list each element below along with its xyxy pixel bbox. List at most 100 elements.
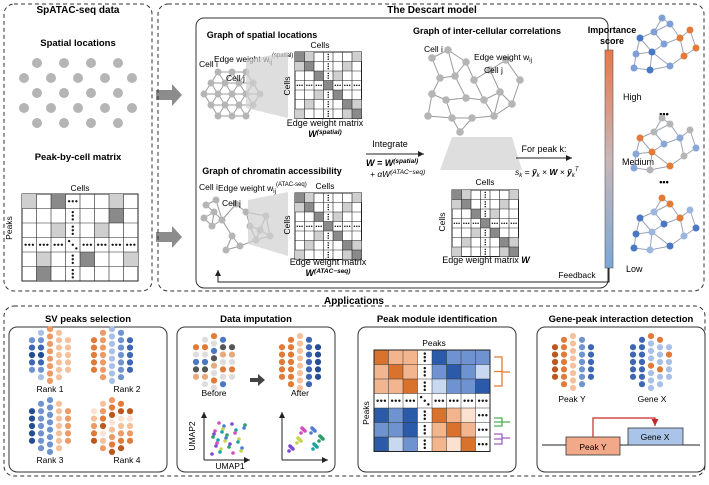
atac-matrix-caption: Edge weight matrix <box>290 257 367 267</box>
spot <box>314 358 322 366</box>
heat-dot <box>463 399 466 402</box>
graph-node <box>516 76 524 84</box>
matrix-cell-dark <box>323 221 333 231</box>
scored-node <box>666 242 674 250</box>
spot <box>578 381 586 388</box>
spot <box>569 340 577 347</box>
umap-point <box>211 435 215 439</box>
spot <box>551 358 559 366</box>
heat-cell <box>374 408 389 423</box>
spot <box>192 344 200 351</box>
graph-node <box>456 128 464 136</box>
spot <box>90 430 98 437</box>
spot <box>28 415 36 422</box>
matrix-dot <box>57 243 60 246</box>
scored-node <box>660 140 668 148</box>
heat-dot <box>470 399 474 402</box>
spot <box>55 415 63 422</box>
matrix-dot <box>310 225 313 228</box>
heat-dot <box>423 446 426 450</box>
spot <box>46 355 54 362</box>
spot <box>99 400 107 407</box>
graph-edge <box>427 115 453 119</box>
spot <box>55 445 63 452</box>
matrix-cell-light <box>314 231 324 241</box>
spot <box>46 411 54 418</box>
spot <box>55 422 63 430</box>
matrix-cell-dark <box>333 231 343 241</box>
spatial-graph-title: Graph of spatial locations <box>207 30 318 40</box>
umap-point <box>217 421 221 425</box>
matrix-cell-light <box>333 71 343 81</box>
spot <box>638 366 646 373</box>
graph-node <box>207 101 215 109</box>
spot <box>46 326 54 333</box>
spot <box>578 373 586 380</box>
spot <box>108 340 116 347</box>
matrix-cell-light <box>352 99 362 109</box>
spot <box>587 373 595 380</box>
spot <box>219 358 227 366</box>
heat-cell <box>374 437 389 452</box>
spot <box>287 344 295 351</box>
umap-point <box>227 445 231 449</box>
umap-point <box>309 431 313 435</box>
spot <box>126 359 134 366</box>
module-title: Peak module identification <box>377 314 498 325</box>
heat-cell <box>446 379 461 394</box>
matrix-dot <box>38 243 42 246</box>
spot <box>638 336 646 343</box>
matrix-cell-light <box>499 199 509 209</box>
spot <box>287 381 295 388</box>
spot <box>55 337 63 344</box>
spot <box>99 437 107 444</box>
spot <box>219 381 227 388</box>
spot <box>117 374 125 381</box>
matrix-dot <box>118 243 122 246</box>
spot <box>551 373 559 380</box>
spot <box>578 366 586 373</box>
matrix-dot <box>463 222 465 225</box>
atac-graph-title: Graph of chromatin accessibility <box>202 166 342 176</box>
spot <box>108 426 116 433</box>
spot <box>314 344 322 351</box>
spot <box>287 373 295 380</box>
spot <box>55 359 63 366</box>
spot <box>99 422 107 430</box>
spot <box>629 373 637 380</box>
heat-dot <box>423 443 426 446</box>
spot <box>90 344 98 351</box>
matrix-dot <box>327 213 330 216</box>
graph-node <box>214 90 222 98</box>
umap-point <box>214 444 218 448</box>
spot <box>99 430 107 437</box>
umap-point <box>291 447 295 451</box>
spot <box>296 333 304 340</box>
matrix-cell-light <box>461 237 471 247</box>
matrix-dot <box>346 225 349 228</box>
matrix-dot <box>484 205 487 208</box>
matrix-cell-light <box>342 109 352 119</box>
matrix-dot <box>308 225 311 228</box>
heat-cell <box>388 437 403 452</box>
intercell-graph <box>424 46 524 136</box>
matrix-cell-light <box>452 199 462 209</box>
matrix-dot <box>301 84 303 87</box>
spot <box>314 366 322 373</box>
heat-cell <box>403 379 418 394</box>
scored-node <box>636 34 644 42</box>
matrix-dot <box>306 84 308 87</box>
spot <box>117 329 125 336</box>
spot <box>28 344 36 351</box>
spot <box>99 337 107 344</box>
heat-dot <box>423 352 426 355</box>
umap-point <box>231 451 235 455</box>
matrix-dot <box>71 243 74 246</box>
heat-cell <box>403 364 418 379</box>
scored-node <box>648 48 656 56</box>
matrix-cell-dark <box>80 252 95 267</box>
matrix-dot <box>455 222 458 225</box>
umap-point <box>230 422 234 426</box>
spot <box>126 415 134 422</box>
matrix-cell-light <box>295 109 305 119</box>
